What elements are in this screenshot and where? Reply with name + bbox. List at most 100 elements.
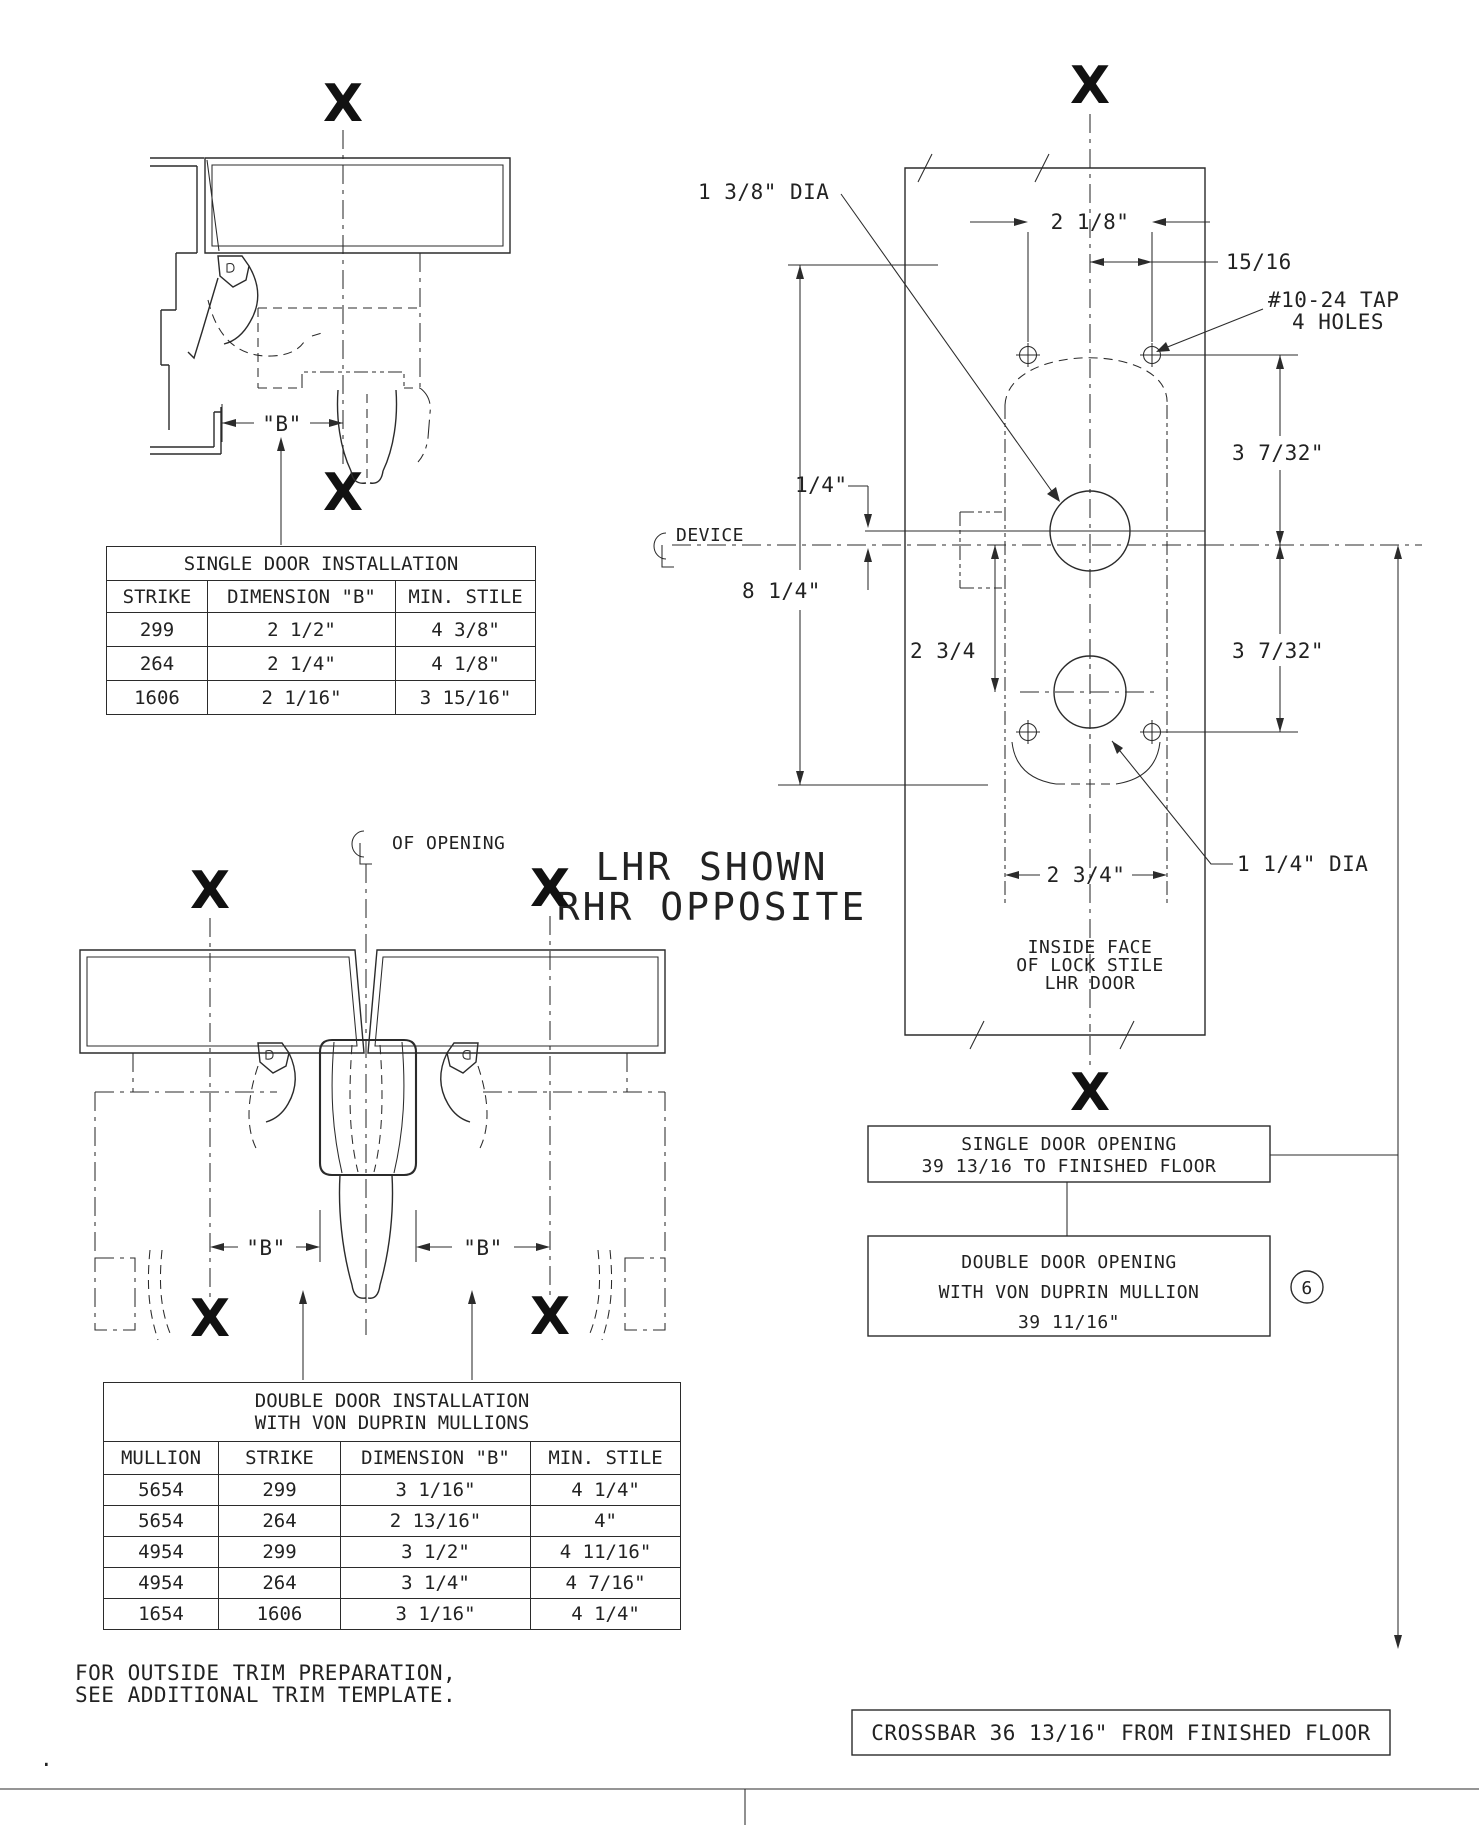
door-frame-jamb <box>150 157 222 455</box>
lock-stile-elevation: X X DEVI <box>653 56 1422 1123</box>
table-cell: 4 3/8" <box>394 612 537 647</box>
table-cell: 264 <box>218 1505 341 1537</box>
door-slab <box>204 157 511 254</box>
table-cell: 1606 <box>218 1598 341 1630</box>
tap-holes <box>1016 343 1164 744</box>
dim-small-dia: 1 1/4" DIA <box>1111 740 1368 876</box>
single-table-header: MIN. STILE <box>394 580 537 613</box>
section-x-marker: X <box>323 74 363 134</box>
table-cell: 2 13/16" <box>340 1505 531 1537</box>
page-frame: . <box>0 1747 1479 1825</box>
right-hidden-outline <box>483 1053 666 1341</box>
table-cell: 2 1/4" <box>207 646 396 681</box>
double-table-title-line2: WITH VON DUPRIN MULLIONS <box>254 1412 530 1434</box>
section-x-marker: X <box>323 463 363 523</box>
tap-callout: #10-24 TAP 4 HOLES <box>1156 288 1399 352</box>
svg-text:#10-24 TAP: #10-24 TAP <box>1268 288 1399 312</box>
svg-text:4 HOLES: 4 HOLES <box>1292 310 1384 334</box>
svg-text:39 11/16": 39 11/16" <box>1018 1312 1120 1333</box>
reference-bubble: 6 <box>1290 1270 1324 1304</box>
svg-text:1/4": 1/4" <box>795 473 848 497</box>
device-hidden-outline <box>257 253 431 484</box>
svg-text:3 7/32": 3 7/32" <box>1232 441 1324 465</box>
of-opening-label: OF OPENING <box>392 833 505 854</box>
dim-overall-height: 8 1/4" <box>742 264 988 786</box>
device-centerline-label: DEVICE <box>676 525 744 546</box>
table-cell: 3 1/16" <box>340 1598 531 1630</box>
stile-outline <box>904 153 1206 1050</box>
table-cell: 299 <box>218 1536 341 1568</box>
left-latch-detail <box>248 1042 296 1153</box>
mullion-device <box>318 1038 418 1299</box>
svg-text:OF LOCK STILE: OF LOCK STILE <box>1016 955 1163 976</box>
double-table-header: DIMENSION "B" <box>340 1441 531 1475</box>
dim-offset-1516: 15/16 <box>1090 250 1291 274</box>
table-cell: 3 1/4" <box>340 1567 531 1599</box>
section-x-marker: X <box>190 861 230 921</box>
svg-text:"B": "B" <box>246 1236 285 1260</box>
svg-text:FOR OUTSIDE TRIM PREPARATION,: FOR OUTSIDE TRIM PREPARATION, <box>75 1661 456 1685</box>
double-door-table: DOUBLE DOOR INSTALLATION WITH VON DUPRIN… <box>102 1382 682 1630</box>
table-cell: 3 15/16" <box>394 680 537 715</box>
dim-large-dia: 1 3/8" DIA <box>698 180 1060 502</box>
section-x-marker: X <box>530 1287 570 1347</box>
table-cell: 299 <box>106 612 208 647</box>
double-opening-box <box>867 1235 1271 1337</box>
svg-text:LHR SHOWN: LHR SHOWN <box>596 845 829 889</box>
svg-text:1 3/8" DIA: 1 3/8" DIA <box>698 180 829 204</box>
centerline-symbol-icon <box>351 830 372 865</box>
left-door-slab <box>79 949 365 1054</box>
svg-text:2 3/4": 2 3/4" <box>1047 863 1126 887</box>
double-table-title: DOUBLE DOOR INSTALLATION WITH VON DUPRIN… <box>102 1382 682 1442</box>
double-table-header: MULLION <box>103 1441 219 1475</box>
device-cutout-hidden <box>959 357 1168 905</box>
table-cell: 4954 <box>103 1567 219 1599</box>
device-centerlines <box>209 916 551 1298</box>
section-x-marker: X <box>1070 56 1110 116</box>
dim-quarter: 1/4" <box>795 473 872 590</box>
single-door-table: SINGLE DOOR INSTALLATION STRIKE DIMENSIO… <box>105 546 537 715</box>
svg-text:SINGLE DOOR OPENING: SINGLE DOOR OPENING <box>961 1134 1176 1155</box>
trim-note: FOR OUTSIDE TRIM PREPARATION, SEE ADDITI… <box>75 1661 456 1707</box>
small-hole-centerlines <box>1020 640 1160 748</box>
dim-bottom-width: 2 3/4" <box>1005 863 1167 887</box>
svg-text:LHR DOOR: LHR DOOR <box>1045 973 1136 994</box>
table-cell: 1654 <box>103 1598 219 1630</box>
table-cell: 4 1/4" <box>529 1598 682 1630</box>
tap-hole <box>1140 720 1164 744</box>
section-x-marker: X <box>1070 1063 1110 1123</box>
dim-lower-3732: 3 7/32" <box>1162 545 1324 733</box>
single-opening-box <box>867 1125 1271 1183</box>
latch-case-detail <box>187 255 323 360</box>
dim-b-label: "B" <box>262 412 301 436</box>
svg-text:RHR OPPOSITE: RHR OPPOSITE <box>557 885 868 929</box>
section-x-marker: X <box>530 859 570 919</box>
svg-text:DOUBLE DOOR OPENING: DOUBLE DOOR OPENING <box>961 1252 1176 1273</box>
centerline-symbol-icon <box>653 532 674 568</box>
double-table-header: STRIKE <box>218 1441 341 1475</box>
inside-face-note: INSIDE FACE OF LOCK STILE LHR DOOR <box>1016 937 1163 994</box>
handing-note: LHR SHOWN RHR OPPOSITE <box>557 845 868 929</box>
table-cell: 4 11/16" <box>529 1536 682 1568</box>
svg-text:8 1/4": 8 1/4" <box>742 579 821 603</box>
svg-text:39 13/16 TO FINISHED FLOOR: 39 13/16 TO FINISHED FLOOR <box>922 1156 1217 1177</box>
table-cell: 4954 <box>103 1536 219 1568</box>
tap-hole <box>1140 343 1164 367</box>
dim-hole-spacing: 2 3/4 <box>910 545 999 692</box>
right-latch-detail <box>440 1042 488 1153</box>
svg-text:INSIDE FACE: INSIDE FACE <box>1028 937 1153 958</box>
double-b-dimension-right: "B" <box>415 1210 550 1262</box>
single-table-header: DIMENSION "B" <box>207 580 396 613</box>
double-door-plan-view: OF OPENING X X <box>79 830 666 1380</box>
svg-text:3 7/32": 3 7/32" <box>1232 639 1324 663</box>
table-cell: 264 <box>218 1567 341 1599</box>
svg-text:6: 6 <box>1301 1278 1312 1299</box>
svg-text:"B": "B" <box>463 1236 502 1260</box>
svg-text:2 1/8": 2 1/8" <box>1051 210 1130 234</box>
single-door-plan-view: X X <box>150 74 511 545</box>
single-table-title: SINGLE DOOR INSTALLATION <box>105 546 537 581</box>
svg-text:2 3/4: 2 3/4 <box>910 639 976 663</box>
tap-hole <box>1016 720 1040 744</box>
svg-text:1 1/4" DIA: 1 1/4" DIA <box>1237 852 1368 876</box>
